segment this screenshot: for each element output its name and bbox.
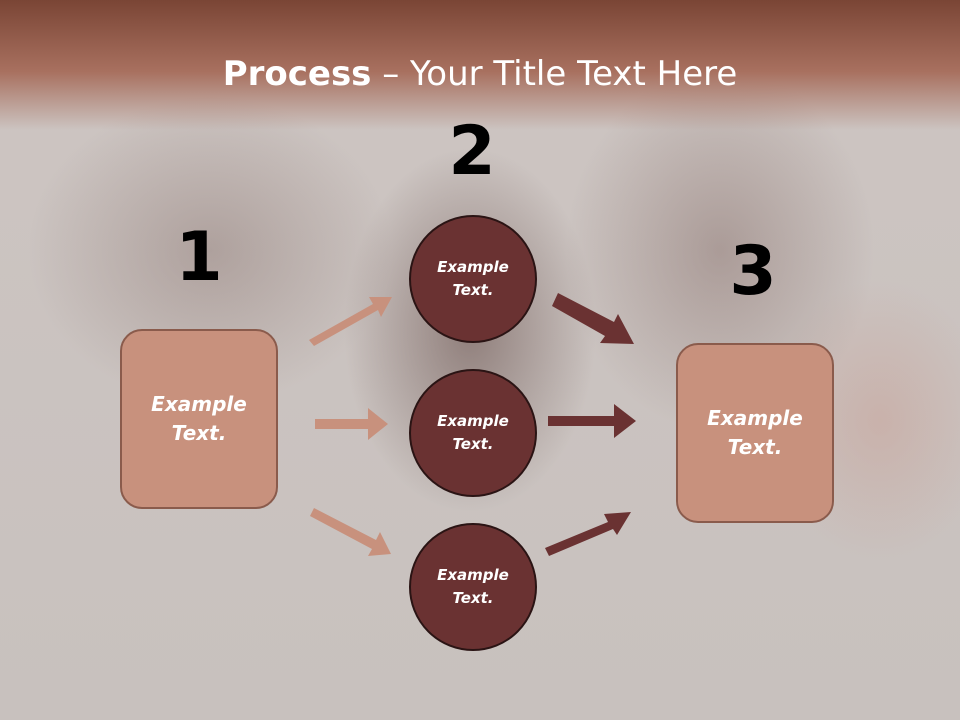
step-number-1: 1 — [175, 218, 223, 297]
arrow-top-to-right — [552, 293, 634, 344]
title-rest: – Your Title Text Here — [371, 54, 738, 94]
arrow-left-to-bottom — [310, 508, 391, 556]
circle-bottom-line1: Example — [437, 566, 509, 584]
step-number-3: 3 — [729, 232, 777, 311]
right-step-box: Example Text. — [676, 343, 834, 523]
left-step-box: Example Text. — [120, 329, 278, 509]
right-box-line1: Example — [707, 406, 803, 430]
circle-bottom-line2: Text. — [452, 589, 494, 607]
title-banner — [0, 0, 960, 130]
arrow-left-to-middle — [315, 408, 388, 440]
right-box-line2: Text. — [727, 435, 783, 459]
circle-top-line1: Example — [437, 258, 509, 276]
circle-bottom: Example Text. — [409, 523, 537, 651]
title-bold: Process — [222, 54, 372, 94]
circle-middle-line1: Example — [437, 412, 509, 430]
circle-top-line2: Text. — [452, 281, 494, 299]
circle-top: Example Text. — [409, 215, 537, 343]
circle-middle: Example Text. — [409, 369, 537, 497]
arrow-left-to-top — [309, 297, 392, 346]
step-number-2: 2 — [448, 112, 496, 191]
arrow-middle-to-right — [548, 404, 636, 438]
left-box-line1: Example — [151, 392, 247, 416]
arrow-bottom-to-right — [545, 512, 631, 556]
left-box-line2: Text. — [171, 421, 227, 445]
slide-title: Process – Your Title Text Here — [0, 52, 960, 96]
circle-middle-line2: Text. — [452, 435, 494, 453]
